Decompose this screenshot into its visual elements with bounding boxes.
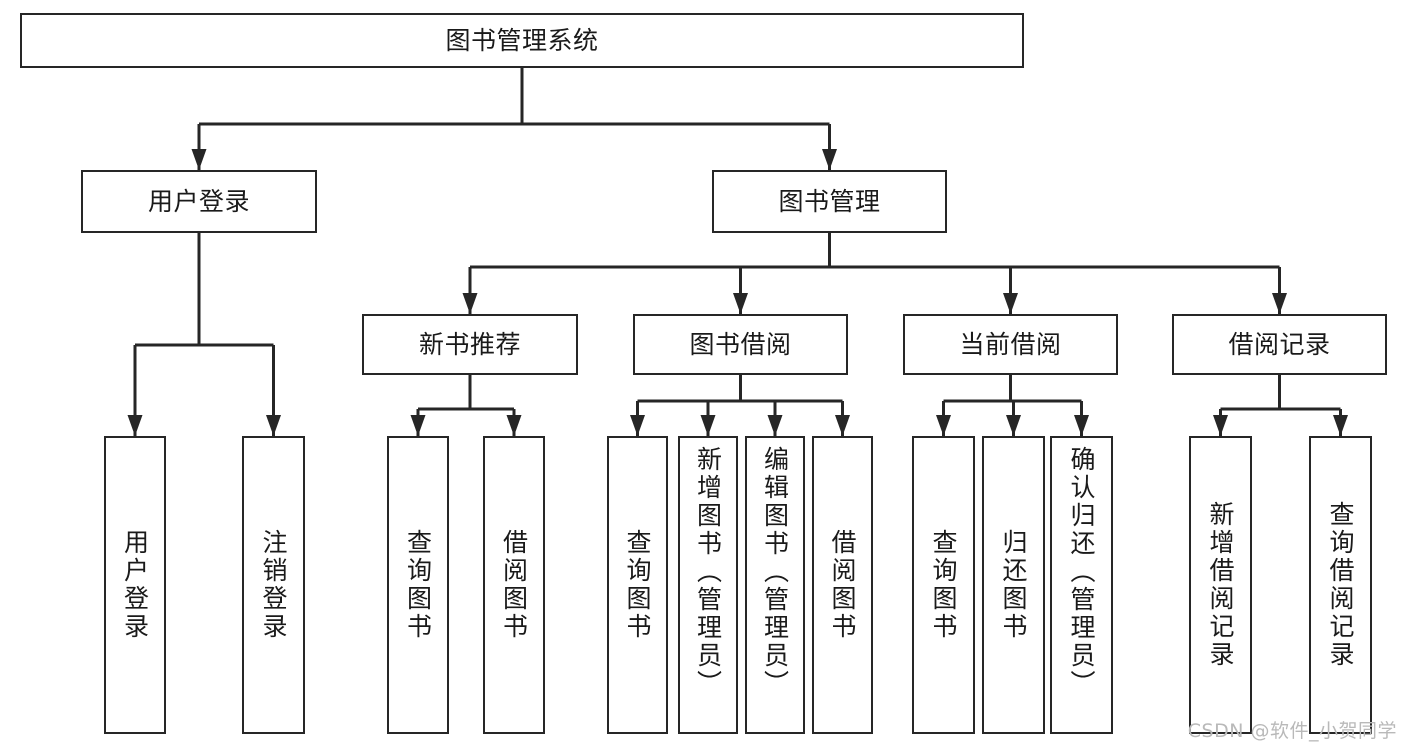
- leaf-query-borrow-record[interactable]: 查询借阅记录: [1309, 436, 1372, 734]
- node-label: 查询图书: [403, 529, 433, 641]
- node-label: 图书管理: [778, 186, 881, 216]
- node-label: 新增借阅记录: [1206, 501, 1235, 669]
- leaf-confirm-return-admin[interactable]: 确认归还（管理员）: [1050, 436, 1113, 734]
- node-label: 新书推荐: [418, 329, 521, 359]
- node-label: 图书借阅: [689, 329, 792, 359]
- node-book-management[interactable]: 图书管理: [712, 170, 947, 233]
- leaf-return-book[interactable]: 归还图书: [982, 436, 1045, 734]
- node-label: 确认归还（管理员）: [1067, 446, 1096, 698]
- node-label: 查询借阅记录: [1326, 501, 1355, 669]
- leaf-logout[interactable]: 注销登录: [242, 436, 305, 734]
- node-label: 注销登录: [259, 529, 288, 641]
- leaf-add-borrow-record[interactable]: 新增借阅记录: [1189, 436, 1252, 734]
- node-label: 新增图书（管理员）: [693, 446, 723, 698]
- leaf-query-book-recommendation[interactable]: 查询图书: [387, 436, 449, 734]
- node-label: 用户登录: [147, 186, 250, 216]
- node-label: 查询图书: [623, 529, 652, 641]
- node-borrowing-record[interactable]: 借阅记录: [1172, 314, 1387, 375]
- leaf-user-login[interactable]: 用户登录: [104, 436, 166, 734]
- leaf-edit-book-admin[interactable]: 编辑图书（管理员）: [745, 436, 805, 734]
- node-label: 借阅图书: [828, 529, 857, 641]
- node-book-borrowing[interactable]: 图书借阅: [633, 314, 848, 375]
- node-label: 归还图书: [999, 529, 1028, 641]
- node-user-login[interactable]: 用户登录: [81, 170, 317, 233]
- leaf-query-book-current[interactable]: 查询图书: [912, 436, 975, 734]
- leaf-add-book-admin[interactable]: 新增图书（管理员）: [678, 436, 738, 734]
- csdn-watermark: CSDN @软件_小贺同学: [1187, 720, 1397, 742]
- node-label: 借阅记录: [1228, 329, 1331, 359]
- node-label: 编辑图书（管理员）: [760, 446, 790, 698]
- node-label: 图书管理系统: [445, 25, 599, 55]
- node-label: 查询图书: [929, 529, 958, 641]
- node-label: 借阅图书: [499, 529, 529, 641]
- node-new-book-recommendation[interactable]: 新书推荐: [362, 314, 578, 375]
- node-current-borrowing[interactable]: 当前借阅: [903, 314, 1118, 375]
- node-root-system[interactable]: 图书管理系统: [20, 13, 1024, 68]
- leaf-borrow-book-recommendation[interactable]: 借阅图书: [483, 436, 545, 734]
- leaf-query-book-borrowing[interactable]: 查询图书: [607, 436, 668, 734]
- leaf-borrow-book-borrowing[interactable]: 借阅图书: [812, 436, 873, 734]
- node-label: 当前借阅: [959, 329, 1062, 359]
- node-label: 用户登录: [120, 529, 150, 641]
